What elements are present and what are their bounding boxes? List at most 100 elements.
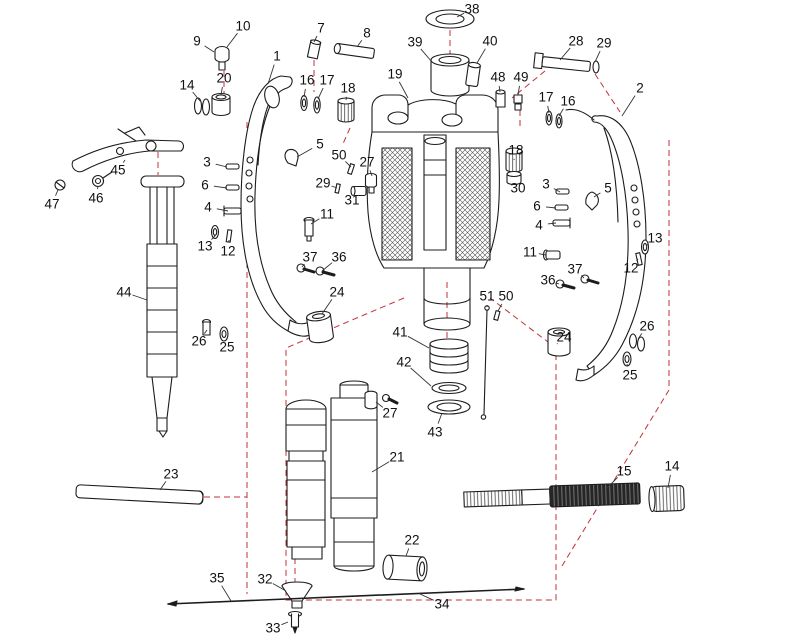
leader-line-6 <box>213 185 228 189</box>
leader-line-8 <box>356 40 363 48</box>
part-18-sleeve-left <box>337 97 355 123</box>
leader-line-50 <box>345 161 352 168</box>
part-label-37: 37 <box>302 250 317 265</box>
part-label-24: 24 <box>556 330 572 345</box>
part-label-18: 18 <box>508 143 523 158</box>
part-21-cylinder-group <box>285 380 378 572</box>
leader-line-7 <box>313 35 318 43</box>
leader-line-4 <box>547 222 557 225</box>
part-label-33: 33 <box>265 621 280 636</box>
part-label-47: 47 <box>44 197 59 212</box>
leader-line-3 <box>553 188 561 193</box>
leader-line-49 <box>517 85 520 96</box>
part-45-lever <box>71 126 184 173</box>
part-36-screw-left <box>315 266 336 277</box>
part-11-bolt-left <box>303 216 315 242</box>
part-label-27: 27 <box>359 155 374 170</box>
part-label-20: 20 <box>216 71 231 86</box>
leader-line-25 <box>626 363 629 367</box>
leader-line-20 <box>220 86 223 96</box>
part-16-washer-right <box>555 113 563 129</box>
leader-line-43 <box>437 412 443 424</box>
leader-line-42 <box>410 367 432 387</box>
part-44-drill-steel <box>140 175 185 438</box>
part-label-10: 10 <box>235 19 250 34</box>
part-label-15: 15 <box>616 464 631 479</box>
part-label-3: 3 <box>203 155 211 170</box>
part-label-45: 45 <box>110 163 125 178</box>
part-25-washer-left <box>219 326 229 342</box>
leader-line-1 <box>267 64 275 85</box>
part-label-27: 27 <box>382 406 397 421</box>
part-label-19: 19 <box>387 67 402 82</box>
part-label-25: 25 <box>622 368 637 383</box>
part-label-34: 34 <box>434 597 450 612</box>
part-33-bolt <box>287 610 303 634</box>
leader-line-32 <box>272 583 287 592</box>
leader-line-12 <box>636 258 639 262</box>
leader-line-18 <box>345 96 347 101</box>
part-37-screw-left <box>296 263 316 274</box>
leader-line-21 <box>371 461 390 473</box>
leader-line-11 <box>538 253 547 256</box>
part-3-pin-left <box>225 163 240 170</box>
part-label-21: 21 <box>389 450 404 465</box>
part-3-pin-right <box>555 188 570 195</box>
leader-line-38 <box>456 12 465 18</box>
part-27-plug-lower <box>364 390 399 410</box>
part-31-pin <box>350 185 367 197</box>
leader-line-16 <box>303 88 306 98</box>
leader-line-27 <box>369 170 373 177</box>
leader-line-15 <box>605 477 618 490</box>
part-8-bolt <box>333 42 375 59</box>
part-label-50: 50 <box>498 289 513 304</box>
part-29-washer-top-right <box>592 60 600 74</box>
leader-line-41 <box>407 335 430 349</box>
part-35-long-rod <box>167 586 525 607</box>
part-label-14: 14 <box>179 78 195 93</box>
part-label-30: 30 <box>510 181 525 196</box>
part-label-24: 24 <box>329 285 345 300</box>
leader-line-19 <box>398 81 409 99</box>
part-label-3: 3 <box>542 177 550 192</box>
leader-line-6 <box>545 206 557 209</box>
part-2-frame-right <box>565 108 647 382</box>
part-22-sleeve <box>382 554 428 582</box>
part-label-36: 36 <box>331 250 346 265</box>
part-label-4: 4 <box>535 218 543 233</box>
part-4-bolt-left <box>223 205 242 217</box>
leader-line-36 <box>556 282 560 285</box>
part-label-5: 5 <box>604 181 612 196</box>
part-label-9: 9 <box>193 34 201 49</box>
part-50-pin-lower <box>493 310 501 321</box>
part-label-51: 51 <box>479 289 494 304</box>
part-6-pin-left <box>225 184 240 191</box>
leader-line-27 <box>375 401 384 408</box>
part-20-sleeve <box>211 92 231 117</box>
leader-line-11 <box>310 218 320 225</box>
leader-line-23 <box>159 481 167 491</box>
part-48-pin <box>495 89 506 108</box>
part-16-washer-left <box>300 94 308 112</box>
part-17-washer-right <box>545 110 553 126</box>
part-47-bolt <box>54 179 66 191</box>
leader-line-24 <box>321 299 333 315</box>
part-42-ring <box>431 381 467 395</box>
leader-line-37 <box>581 275 585 279</box>
part-label-39: 39 <box>407 35 422 50</box>
part-15-side-bolt <box>463 482 641 508</box>
part-label-18: 18 <box>340 81 355 96</box>
part-label-50: 50 <box>331 148 346 163</box>
part-43-ring <box>427 399 471 415</box>
leader-line-14 <box>667 474 671 489</box>
part-label-16: 16 <box>560 94 575 109</box>
part-label-49: 49 <box>513 70 528 85</box>
part-label-7: 7 <box>317 21 325 36</box>
leader-line-14 <box>192 91 201 102</box>
leader-line-16 <box>558 108 564 117</box>
leader-line-40 <box>476 48 486 64</box>
part-label-23: 23 <box>163 467 178 482</box>
part-7-pin <box>306 39 322 60</box>
part-26-washers-right <box>628 333 646 352</box>
